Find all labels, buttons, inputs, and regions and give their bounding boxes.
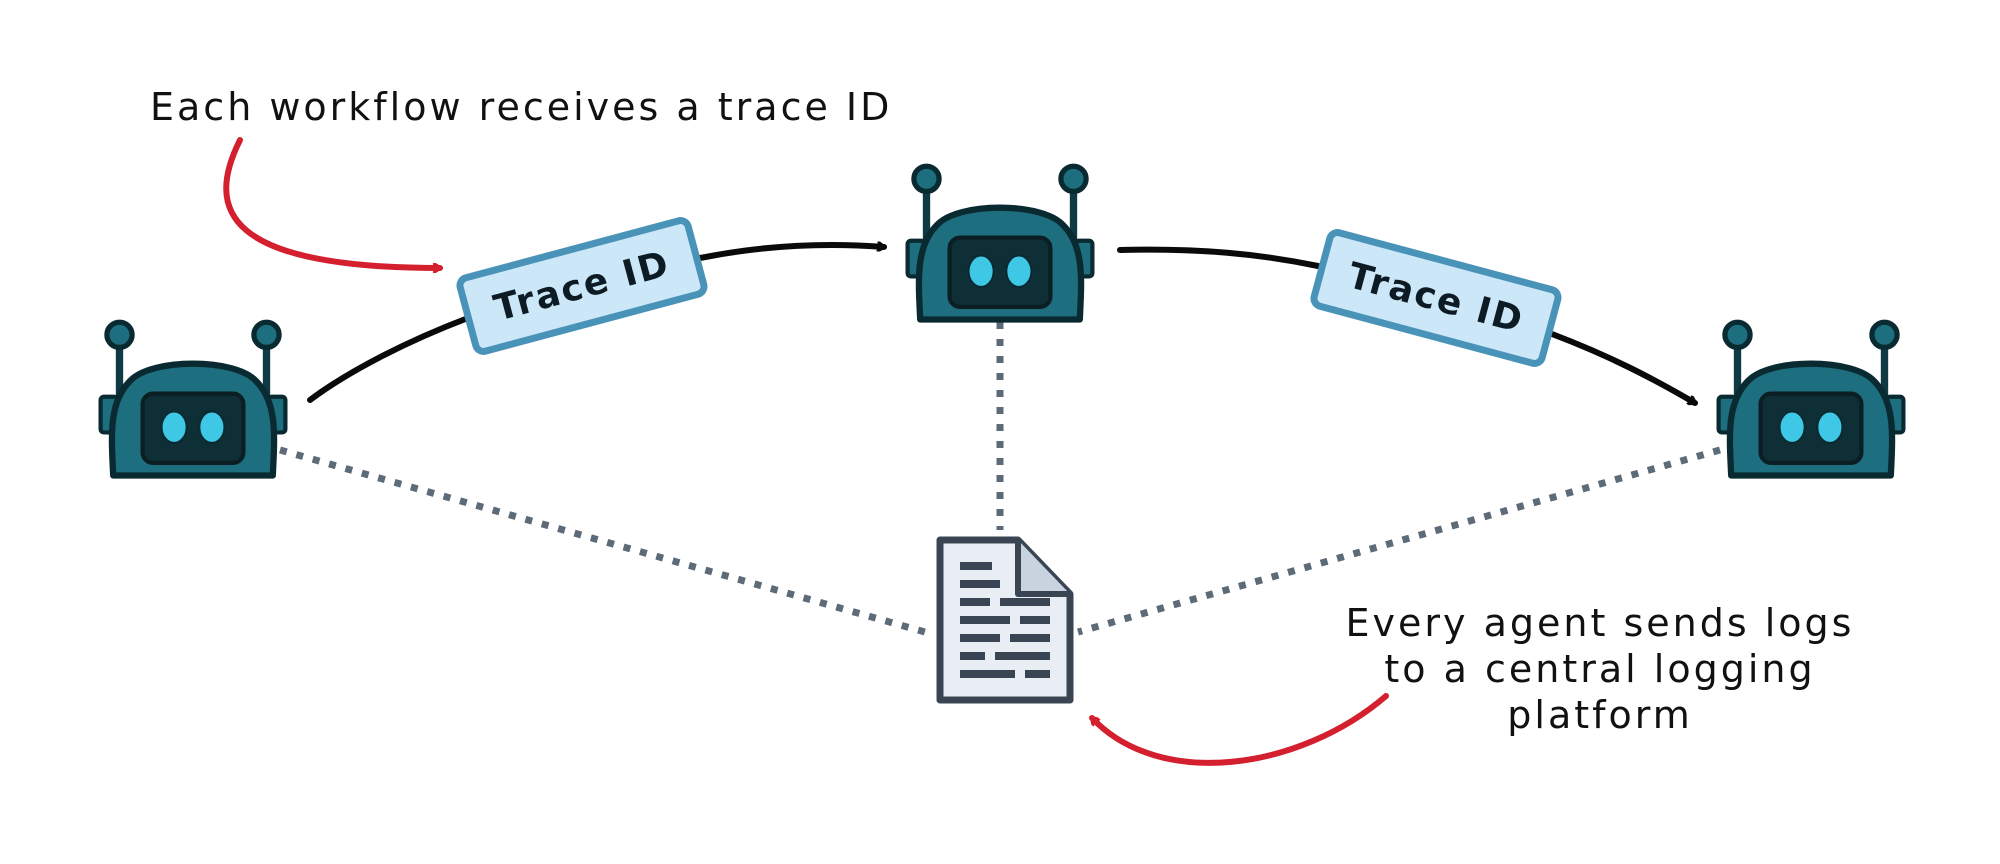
agent-1	[101, 322, 286, 475]
robot-icon	[101, 322, 286, 475]
annotation-arrow-top	[223, 137, 440, 268]
arrow-agent1-to-agent2	[697, 245, 884, 261]
annotation-central-logging: Every agent sends logs to a central logg…	[1340, 600, 1860, 738]
trace-tag-2: Trace ID	[1310, 229, 1562, 367]
workflow-arrows	[307, 245, 1695, 406]
annotation-central-logging-line-2: to a central logging	[1384, 647, 1816, 691]
annotation-trace-id: Each workflow receives a trace ID	[150, 85, 893, 129]
annotation-central-logging-line-1: Every agent sends logs	[1345, 601, 1855, 645]
central-log-document	[936, 536, 1074, 704]
robot-icon	[908, 166, 1093, 319]
arrow-segment-2a	[1117, 246, 1321, 269]
annotation-central-logging-line-3: platform	[1507, 693, 1693, 737]
dotted-log-connectors	[279, 322, 1721, 636]
annotation-arrow-bottom	[1089, 693, 1389, 766]
arrow-agent2-to-agent3	[1549, 331, 1695, 406]
trace-tag-1: Trace ID	[456, 217, 708, 355]
robot-icon	[1719, 322, 1904, 475]
arrow-segment-1a	[307, 315, 471, 403]
agent-2	[908, 166, 1093, 319]
document-icon	[936, 536, 1074, 704]
agent-3	[1719, 322, 1904, 475]
dotted-line-left	[279, 446, 926, 636]
